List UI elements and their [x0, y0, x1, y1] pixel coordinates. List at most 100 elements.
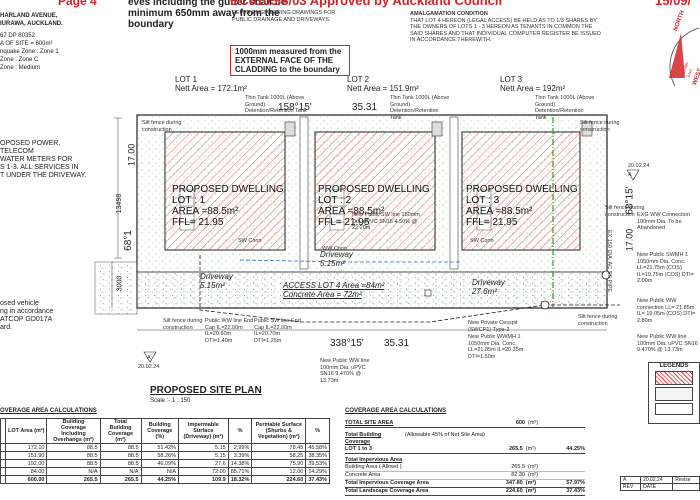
- amalgamation-title: AMALGAMATION CONDITION: [410, 11, 488, 17]
- revision-date-value: 20.02.24: [640, 476, 674, 484]
- section-marker: [143, 169, 640, 363]
- silt-fence-note-1: Silt fence during construction: [142, 120, 182, 133]
- cladding-distance-note: 1000mm measured from the EXTERNAL FACE O…: [230, 45, 350, 76]
- north-arrow-icon: [669, 27, 700, 87]
- access-concrete-area: Concrete Area = 72m²: [283, 290, 362, 299]
- site-plan-drawing: [94, 114, 640, 363]
- ww-conn-lot-2: WW Conn: [322, 246, 348, 252]
- driveway-3-label: Driveway: [472, 278, 505, 287]
- dwelling-2-lot: LOT : 2: [318, 195, 352, 206]
- site-street: HARLAND AVENUE,: [0, 13, 58, 19]
- table-cell: 88.5: [46, 459, 101, 468]
- revision-label: REV: [619, 483, 642, 491]
- legend-hatch-swatch: [655, 371, 693, 385]
- public-sw-line: New Public SW line 150mm Dia. uPVC SN16 …: [352, 212, 420, 231]
- table-cell: 109.9: [178, 475, 229, 484]
- right-marker-letter: A: [628, 172, 632, 178]
- driveway-1-area: 5.15m²: [200, 281, 225, 290]
- building-coverage-value: 265.5: [508, 446, 523, 452]
- lot-2-3-divider: [449, 116, 459, 270]
- dwelling-1-ffl: FFL= 21.95: [172, 217, 224, 228]
- col-lot-area: LOT Area (m²): [4, 418, 48, 444]
- swmh-1: [601, 270, 611, 280]
- landscape-label: Total Landscape Coverage Area: [345, 488, 429, 494]
- silt-fence-note-5: Silt fence during construction: [578, 314, 618, 327]
- table-cell: 37.43%: [305, 475, 330, 484]
- total-site-label: TOTAL SITE AREA: [345, 420, 394, 426]
- building-area-label: Building Area ( Allowd ): [345, 464, 402, 470]
- sw-conn-lot-3: SW Conn: [470, 238, 494, 244]
- approval-stamp: BC0105/8/03 Approved by Auckland Council: [230, 0, 503, 8]
- legend-concrete-swatch: [655, 387, 693, 401]
- site-lot-dp: 67 DP 80352: [0, 33, 35, 39]
- driveway-2-area: 5.15m²: [320, 259, 345, 268]
- side-pipe-label: EX 150 DIA. AC SS PIPE: [606, 230, 612, 293]
- table-cell: 58.25: [251, 451, 307, 460]
- building-area-value: 265.5: [511, 464, 525, 470]
- table-cell: 600.00: [4, 475, 48, 484]
- revision-value: A: [619, 476, 642, 484]
- table-cell: 192.00: [4, 459, 48, 468]
- site-exposure-zone: Zone : Medium: [0, 65, 41, 71]
- site-area: A OF SITE = 600m²: [0, 41, 53, 47]
- vehicle-note-line-4: ard.: [0, 324, 13, 331]
- vehicle-note-line-3: ATCOP GD017A: [0, 316, 53, 323]
- public-wwmh: New Public WWMH 1 1050mm Dia. Conc. LL=2…: [468, 334, 524, 360]
- lot-1-label: LOT 1 Nett Area = 172.1m²: [175, 75, 247, 93]
- revision-date-label: DATE: [640, 483, 674, 491]
- tank-note-lot-1: Thin Tank 1000L (Above Ground) Detention…: [245, 95, 307, 114]
- impervious-label: Total Impervious Area: [345, 457, 403, 463]
- dwelling-2-ffl: FFL= 21.95: [318, 217, 370, 228]
- engineering-note: REFER ENGINEERING DRAWINGS FOR PUBLIC DR…: [232, 10, 336, 23]
- vehicle-crossing: [94, 261, 138, 315]
- amalgamation-text: THAT LOT 4 HEREON (LEGAL ACCESS) BE HELD…: [410, 17, 601, 44]
- table-cell: 151.90: [4, 451, 48, 460]
- col-impermable-pct: %: [227, 418, 253, 444]
- lots-label: LOT 1 to 3: [345, 446, 372, 452]
- exg-ww-connection: EXG WW Connection 100mm Dia. To be Aband…: [637, 212, 690, 231]
- table-cell: 88.5: [99, 443, 142, 452]
- revision-description: Revise: [672, 476, 700, 484]
- lot-3-nett-area: Nett Area = 192m²: [500, 84, 566, 93]
- legend-grass-swatch: [655, 403, 693, 415]
- site-info: HARLAND AVENUE, IURAWA, AUCKLAND. 67 DP …: [0, 12, 125, 72]
- col-building-coverage-incl: Building Coverage Including Overhangs (m…: [46, 418, 101, 444]
- plan-title: PROPOSED SITE PLAN: [150, 385, 262, 396]
- tank-note-lot-3: Thin Tank 1000L (Above Ground) Detention…: [535, 95, 595, 121]
- site-wind-zone: Zone : Zone C: [0, 57, 39, 63]
- gutter-note: eves including the gutter shall be minim…: [128, 0, 286, 30]
- lot-1-title: LOT 1: [175, 75, 198, 84]
- row-building-heading: Total Building Coverage (Allowable 45% o…: [345, 432, 585, 446]
- table-cell: 12.00: [251, 467, 307, 476]
- lot-3-label: LOT 3 Nett Area = 192m²: [500, 75, 565, 93]
- building-coverage-note: (Allowable 45% of Net Site Area): [405, 432, 485, 438]
- right-table-heading: COVERAGE AREA CALCULATIONS: [345, 408, 447, 414]
- table-cell: 46.09%: [140, 459, 180, 468]
- landscape-unit: (m²): [525, 488, 537, 494]
- ww-line-right: New Public WW line 100mm Dia. uPVC SN16 …: [637, 334, 698, 353]
- tanks: [284, 121, 593, 137]
- col-total-building: Total Building Coverage (m²): [99, 418, 142, 444]
- row-total-site: TOTAL SITE AREA 600 (m²): [345, 420, 585, 428]
- silt-fence-note-3: Silt fence during construction: [605, 205, 645, 218]
- lot-2-nett-area: Nett Area = 151.9m²: [347, 84, 419, 93]
- table-cell: 14.29%: [305, 467, 330, 476]
- driveway-1: Driveway 5.15m²: [200, 272, 233, 290]
- driveway-2: Driveway 5.15m²: [320, 250, 353, 268]
- bottom-distance: 35.31: [384, 338, 410, 349]
- services-note: OPOSED POWER, TELECOM WATER METERS FOR S…: [0, 140, 95, 180]
- right-coverage-table: TOTAL SITE AREA 600 (m²) Total Building …: [345, 420, 585, 496]
- legend-box: LEGENDS: [648, 362, 700, 424]
- vehicle-note: osed vehicle ng in accordance ATCOP GD01…: [0, 300, 90, 332]
- table-cell: 88.5: [46, 443, 101, 452]
- dwelling-3-ffl: FFL= 21.95: [466, 217, 518, 228]
- row-total-impervious: Total Impervious Coverage Area 347.80 (m…: [345, 480, 585, 488]
- building-area-unit: (m²): [528, 464, 539, 470]
- table-cell: 88.5: [99, 451, 142, 460]
- amalgamation-note: AMALGAMATION CONDITION THAT LOT 4 HEREON…: [410, 11, 605, 44]
- silt-fence-note-4: Silt fence during construction: [163, 318, 203, 331]
